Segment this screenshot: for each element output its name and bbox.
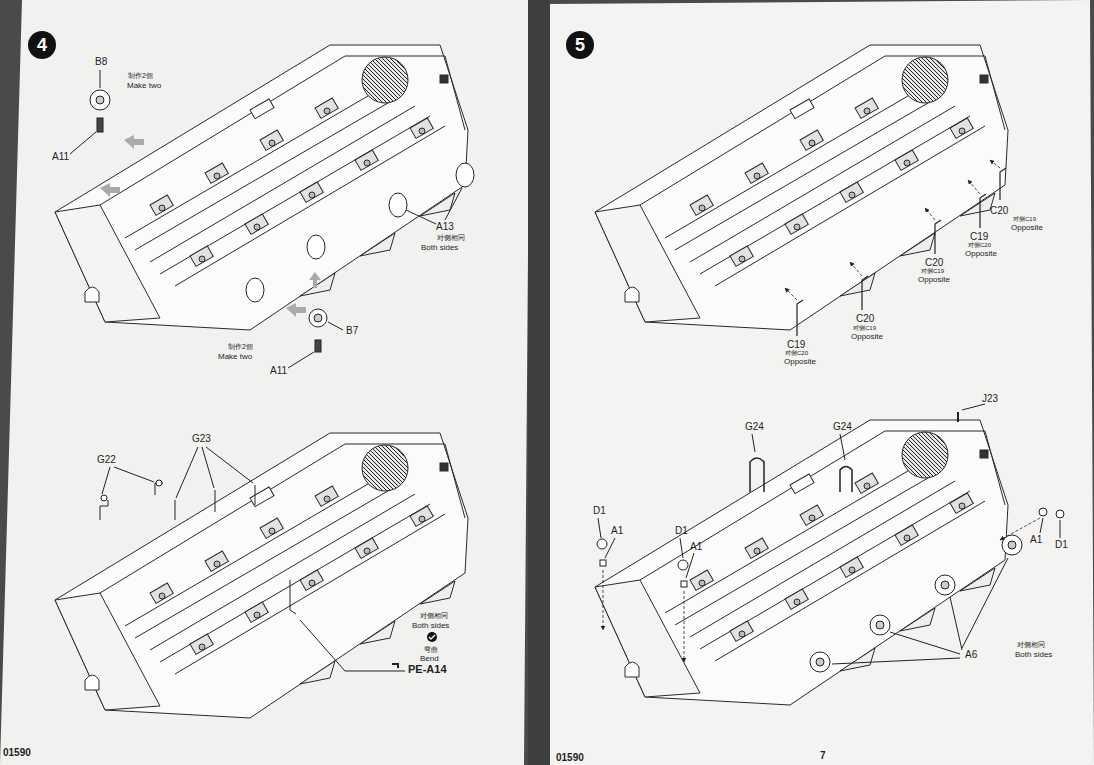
part-label: Both sides (412, 622, 449, 630)
part-label: D1 (675, 526, 688, 537)
part-label: 对侧C19 (853, 325, 876, 331)
part-label: A1 (1030, 535, 1042, 546)
part-label: Opposite (784, 358, 816, 366)
part-label: Make two (218, 353, 252, 361)
part-label: 对侧相同 (437, 234, 465, 241)
part-label: 制作2個 (128, 72, 153, 79)
part-label: G23 (192, 434, 211, 445)
part-label: 对侧C19 (921, 268, 944, 274)
part-label: J23 (982, 394, 998, 405)
part-label: D1 (1055, 540, 1068, 551)
part-label: 对侧C20 (785, 350, 808, 356)
part-label: C20 (925, 258, 943, 269)
part-label: Opposite (918, 276, 950, 284)
part-label: G22 (97, 455, 116, 466)
part-label: Bend (420, 655, 439, 663)
part-label: Opposite (1011, 224, 1043, 232)
part-label: C19 (787, 340, 805, 351)
step-number-text: 4 (37, 36, 47, 54)
part-label: D1 (593, 506, 606, 517)
step-number-text: 5 (575, 36, 585, 54)
step4-parts (70, 70, 474, 368)
hull-drawings (55, 45, 1008, 718)
part-label: A1 (690, 542, 702, 553)
part-label: Both sides (1015, 651, 1052, 659)
part-label: C20 (856, 314, 874, 325)
part-label: 弯曲 (424, 646, 438, 653)
part-label: A1 (611, 526, 623, 537)
part-label: 制作2個 (228, 343, 253, 350)
part-label: A6 (965, 650, 977, 661)
part-label: B7 (346, 326, 358, 337)
part-label: B8 (95, 57, 107, 68)
part-label: A11 (270, 366, 287, 377)
step4b-parts (100, 447, 437, 671)
part-label: Make two (127, 82, 161, 90)
part-label: Opposite (851, 333, 883, 341)
part-label: Opposite (965, 250, 997, 258)
part-label: A11 (52, 152, 69, 163)
part-label: A13 (436, 222, 454, 233)
step-number: 5 (566, 31, 594, 59)
part-label: G24 (833, 422, 852, 433)
part-label: 对侧C20 (968, 242, 991, 248)
step-number: 4 (28, 31, 56, 59)
part-label: C19 (970, 232, 988, 243)
part-label: Both sides (421, 244, 458, 252)
part-label: C20 (990, 206, 1008, 217)
step5b-parts (597, 404, 1064, 672)
part-label: 7 (820, 751, 826, 762)
part-label: 对侧C19 (1013, 216, 1036, 222)
part-label: 对侧相同 (420, 612, 448, 619)
part-label: G24 (745, 422, 764, 433)
part-label: 01590 (3, 748, 31, 759)
part-label: 对侧相同 (1017, 641, 1045, 648)
part-label: PE-A14 (408, 664, 447, 676)
part-label: 01590 (556, 753, 584, 764)
step5-rods (785, 160, 1006, 336)
